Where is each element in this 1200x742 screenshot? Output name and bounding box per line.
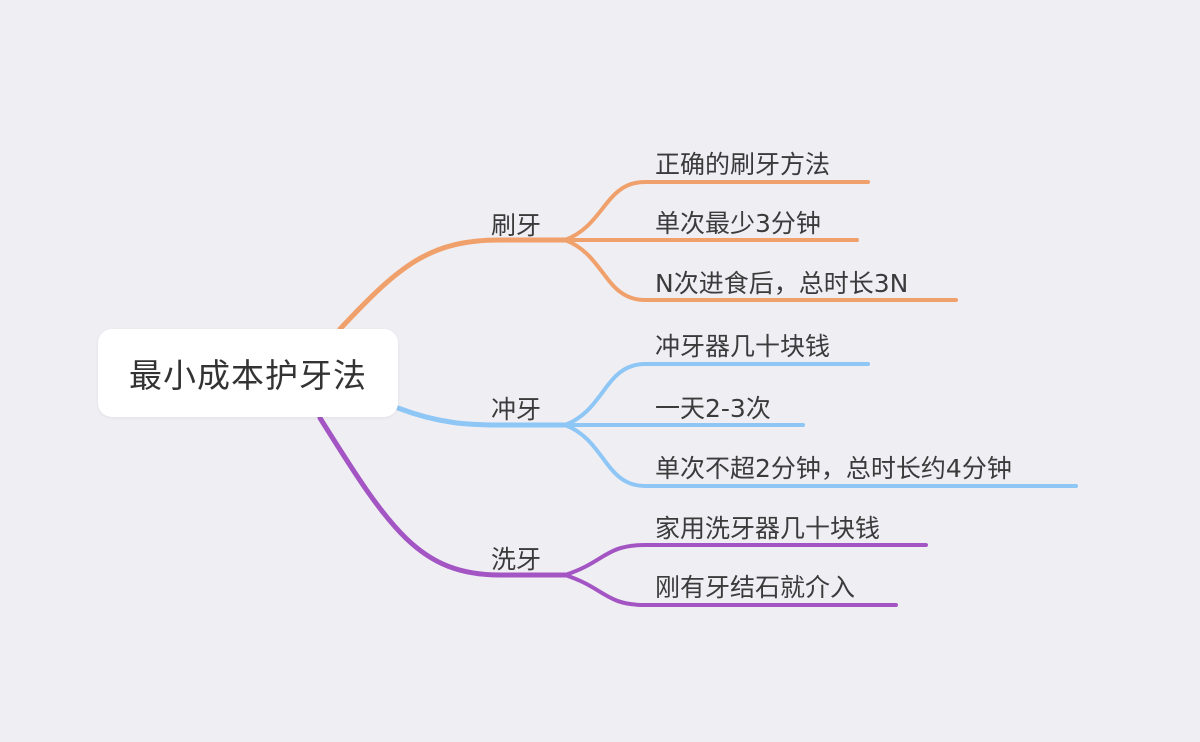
leaf-brush-min-duration[interactable]: 单次最少3分钟 xyxy=(655,209,821,238)
branch-brush[interactable]: 刷牙 xyxy=(491,211,542,240)
connector-root-to-rinse xyxy=(395,405,568,428)
connector-clean-leaf-2 xyxy=(563,573,898,607)
branch-rinse[interactable]: 冲牙 xyxy=(491,395,542,424)
connector-brush-leaf-1 xyxy=(563,180,870,242)
connector-rinse-leaf-1 xyxy=(563,362,870,427)
leaf-rinse-device-cost[interactable]: 冲牙器几十块钱 xyxy=(655,332,831,361)
connector-rinse-leaf-3 xyxy=(563,423,1078,488)
branch-clean[interactable]: 洗牙 xyxy=(491,545,542,574)
root-topic[interactable]: 最小成本护牙法 xyxy=(98,329,398,417)
leaf-clean-home-device[interactable]: 家用洗牙器几十块钱 xyxy=(655,514,881,543)
connector-root-to-clean xyxy=(317,415,568,578)
connector-brush-leaf-3 xyxy=(563,238,958,302)
leaf-brush-correct-method[interactable]: 正确的刷牙方法 xyxy=(655,150,831,179)
root-topic-label: 最小成本护牙法 xyxy=(129,356,367,395)
leaf-clean-early-tartar[interactable]: 刚有牙结石就介入 xyxy=(655,573,856,602)
leaf-brush-total-duration[interactable]: N次进食后，总时长3N xyxy=(655,269,909,298)
connector-root-to-brush xyxy=(337,237,568,332)
leaf-rinse-duration[interactable]: 单次不超2分钟，总时长约4分钟 xyxy=(655,454,1012,483)
leaf-rinse-frequency[interactable]: 一天2-3次 xyxy=(655,394,771,423)
connector-clean-leaf-1 xyxy=(563,543,928,577)
